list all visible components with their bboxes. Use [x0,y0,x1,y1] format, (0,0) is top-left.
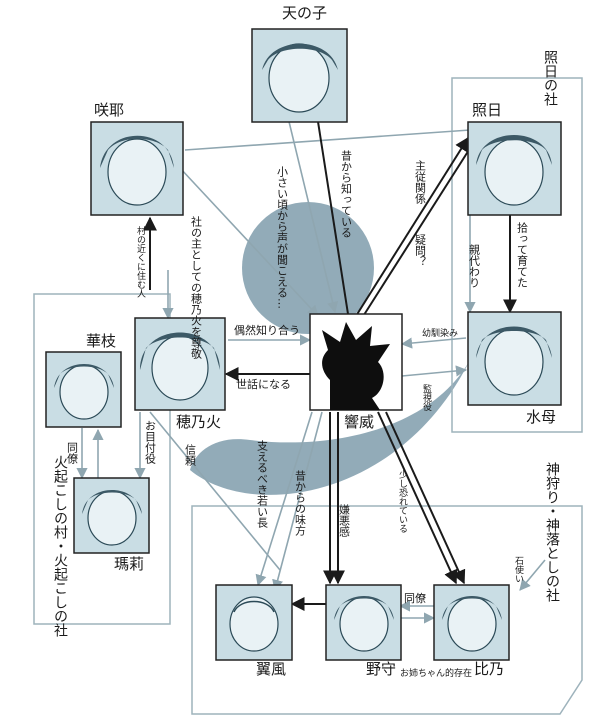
portrait-hibiki [309,313,403,411]
group-label-kamigari: 神狩り・神落としの社 [544,462,560,602]
rel-kanshiyaku: 監視役 [421,383,432,412]
rel-mikata: 昔からの味方 [294,470,307,536]
name-mari: 瑪莉 [114,555,144,573]
name-ten-no-ko: 天の子 [282,4,327,22]
group-frame-kamigari [191,505,583,715]
rel-shuju-kankei: 主従関係 [414,160,427,205]
rel-doryo-left: 同僚 [66,442,79,464]
rel-sewa: 世話になる [236,377,291,391]
arrows-dark [143,94,517,611]
name-teruhi: 照日 [472,101,502,119]
rel-oyagawari: 親代わり [468,244,481,288]
arrows-light [76,104,546,624]
group-frame-hiokoshi [33,293,171,625]
name-mizuha: 水母 [526,408,556,426]
group-label-hiokoshi: 火起こしの村・火起こしの社 [52,455,68,637]
rel-oneechan: お姉ちゃん的存在 [400,667,472,679]
rel-ishi-tsukai: 石使い [513,556,524,583]
name-honoka: 穂乃火 [176,413,221,431]
rel-osananajimi: 幼馴染み [422,327,458,339]
rel-sukoshi-osore: 少し恐れている [397,470,408,533]
name-nomori: 野守 [366,660,396,678]
portrait-kashi [45,351,122,428]
portrait-yokaze [215,584,293,661]
rel-yashiro-nushi: 社の主としての穂乃火を尊敬 [190,215,203,360]
name-kashi: 華枝 [86,332,116,350]
portrait-ten-no-ko [251,28,348,123]
portrait-honoka [134,317,226,411]
portrait-nomori [325,584,402,661]
rel-mukashi-shitteiru: 昔から知っている [340,150,353,238]
portrait-hino [433,584,510,661]
rel-doryo-bottom: 同僚 [404,592,426,605]
rel-gimon: 疑問？ [414,234,427,267]
rel-chiisai-koe: 小さい頃から声が聞こえる… [276,166,289,309]
portrait-sakuya [90,121,184,216]
rel-ometsukeyaku: お目付役 [144,420,157,465]
rel-shinrai: 信頼 [184,444,197,467]
name-hibiki: 響威 [344,413,374,431]
rel-guuzen: 偶然知り合う [234,323,300,337]
rel-mura-chikaku: 村の近くに住む人 [135,225,146,298]
central-swoosh [190,202,470,495]
name-sakuya: 咲耶 [94,101,124,119]
portrait-teruhi [467,121,562,216]
name-hino: 比乃 [474,660,504,678]
rel-hirotte-sodateta: 拾って育てた [516,221,529,288]
rel-ken-o: 嫌悪感 [338,503,351,537]
name-yokaze: 翼風 [256,660,286,678]
group-label-teruhi-shrine: 照日の社 [542,50,558,106]
group-frame-teruhi [451,77,583,433]
portrait-mizuha [467,311,562,406]
rel-sasaeru: 支えるべき若い長 [256,440,269,529]
portrait-mari [73,477,150,554]
